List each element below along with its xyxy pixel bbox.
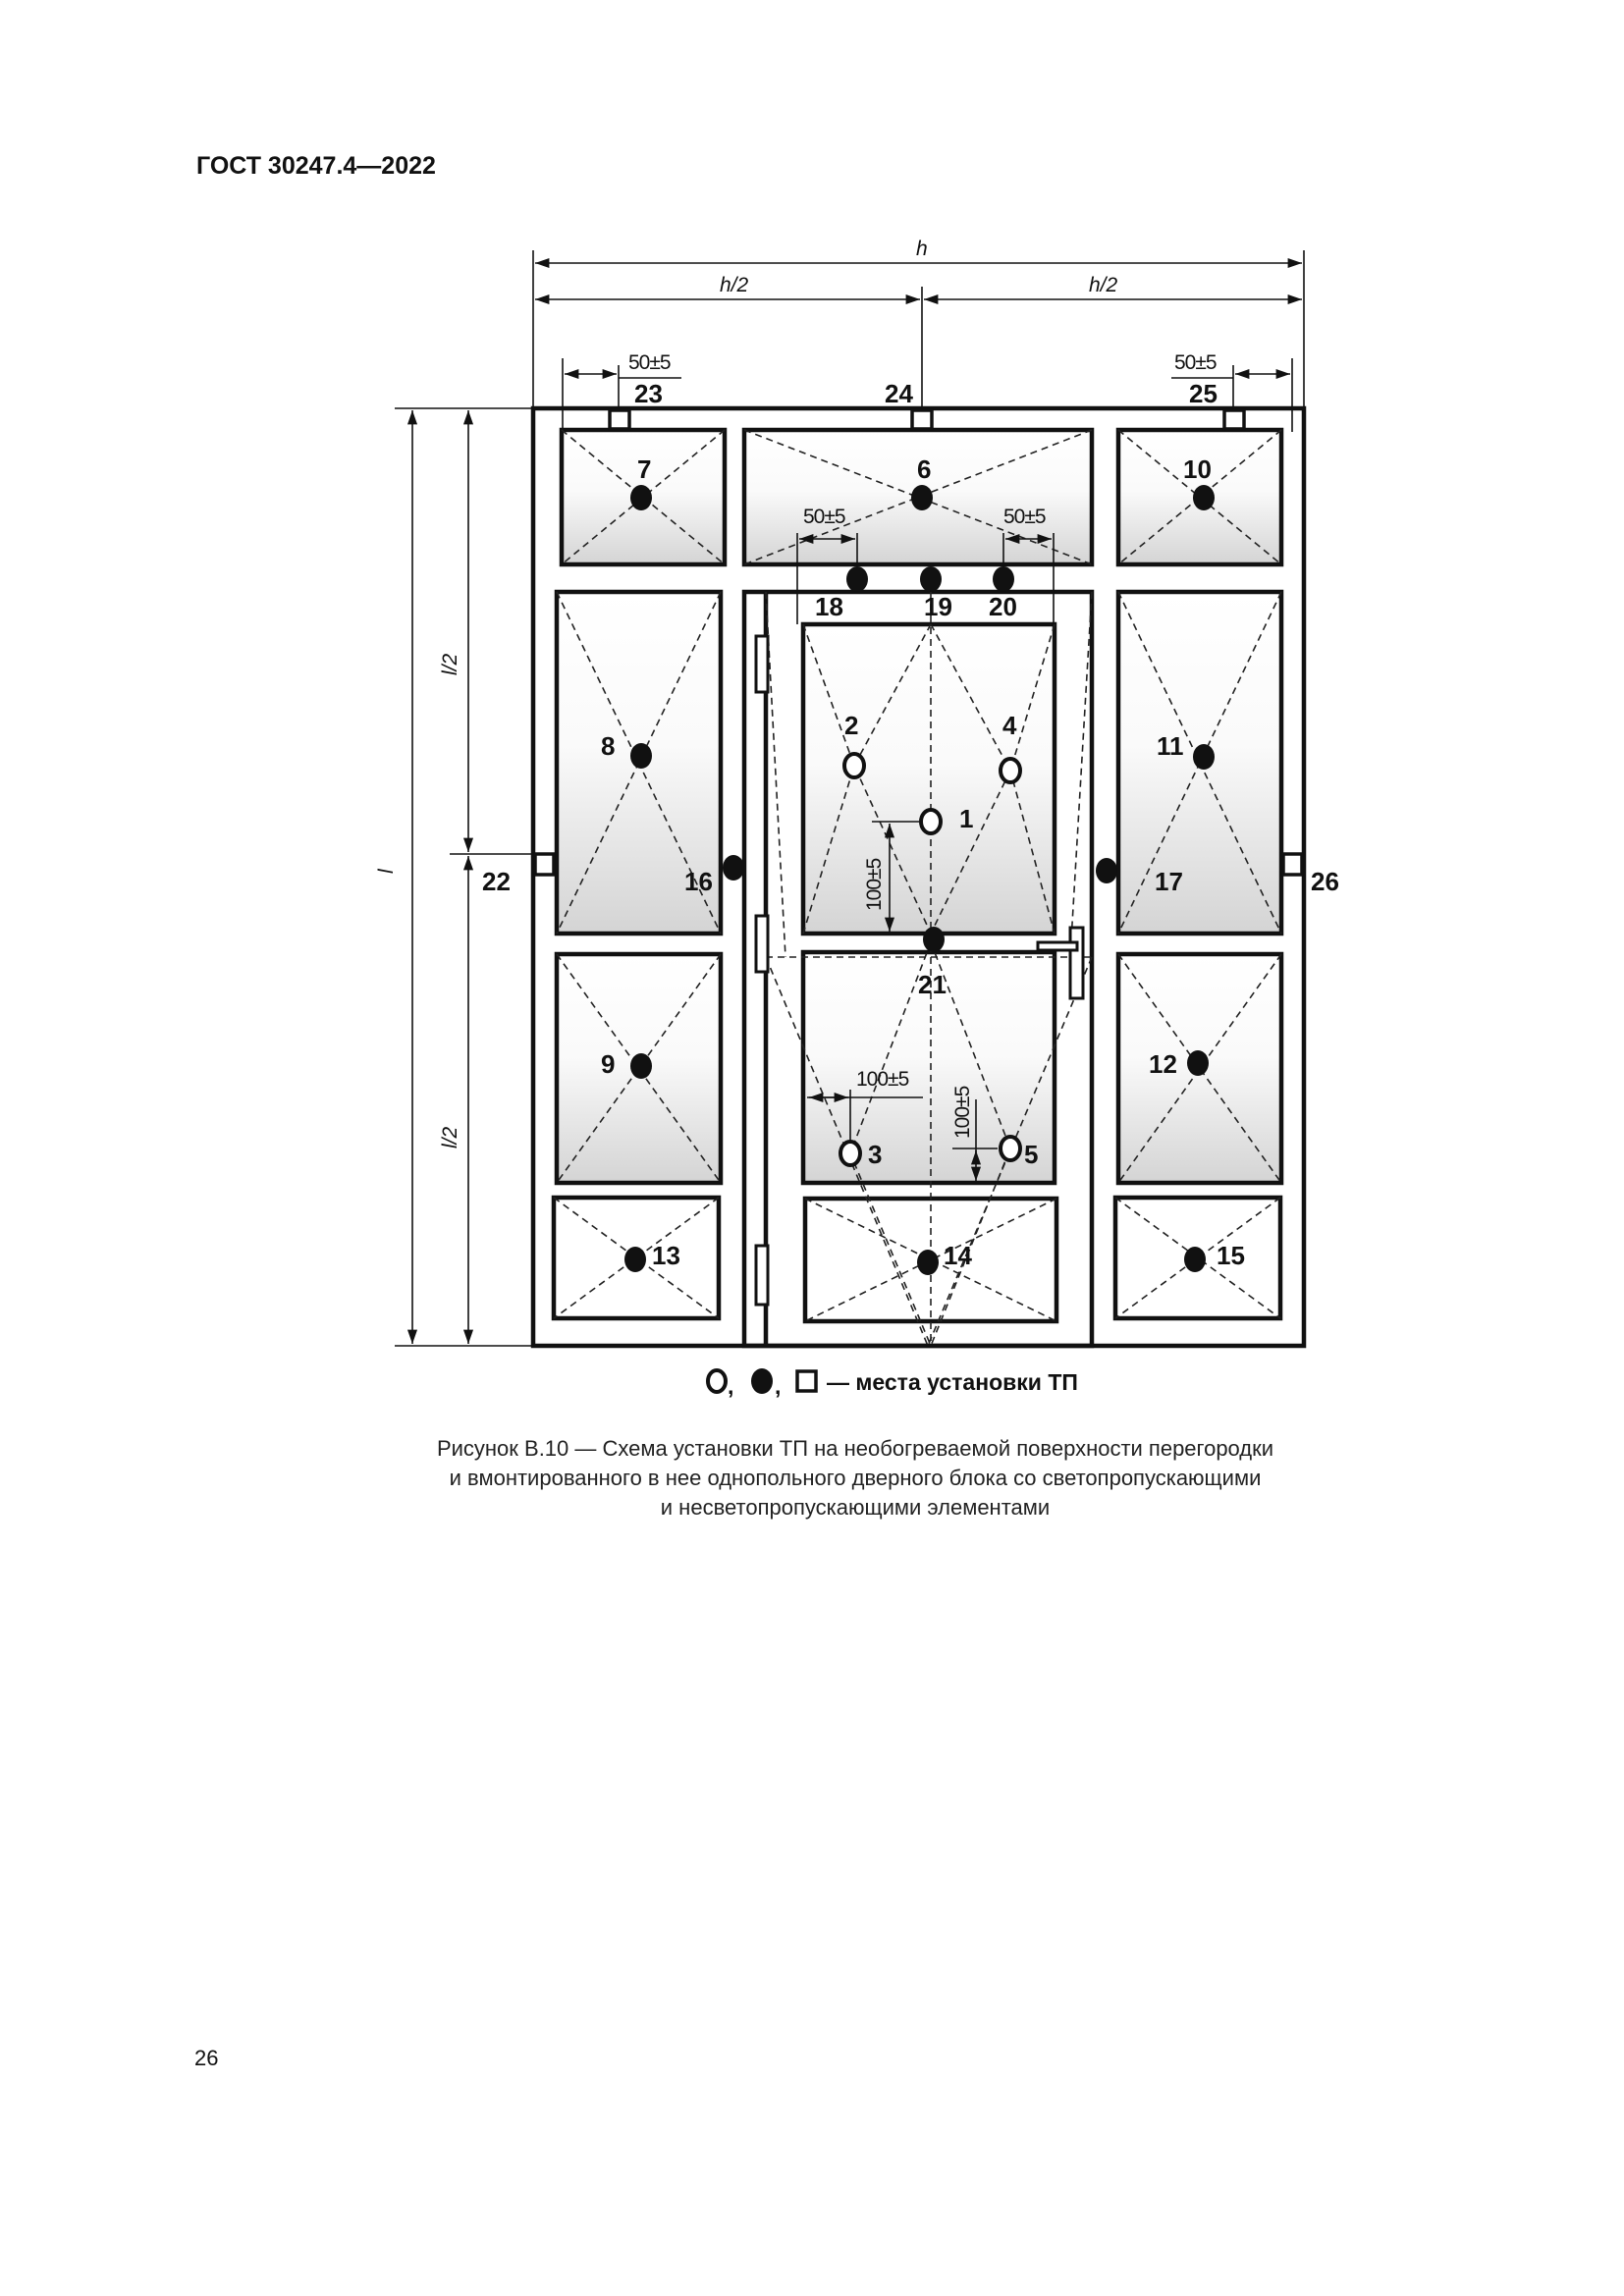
- svg-text:16: 16: [684, 867, 713, 896]
- square-icon: [795, 1369, 818, 1393]
- sensor-square-26: [1281, 852, 1304, 877]
- figure-diagram: h h/2 h/2 50±5 50±5 23 24 25: [375, 238, 1339, 1349]
- svg-text:4: 4: [1002, 711, 1017, 740]
- svg-text:l/2: l/2: [439, 1127, 461, 1149]
- door-block: [741, 589, 1095, 1349]
- svg-text:h/2: h/2: [720, 274, 749, 296]
- svg-text:17: 17: [1155, 867, 1183, 896]
- point-label-24: 24: [885, 379, 913, 408]
- point-labels: 1 2 3 4 5 6 7 8 9 10 11 12 13 14 15 16 1…: [482, 454, 1339, 1270]
- legend: , , — места установки ТП: [706, 1368, 1078, 1399]
- dimension-offset-5: 100±5: [951, 1086, 998, 1181]
- svg-text:5: 5: [1024, 1140, 1038, 1169]
- dimension-h-half: h/2 h/2: [535, 274, 1302, 305]
- svg-text:— места установки ТП: — места установки ТП: [827, 1369, 1078, 1395]
- svg-text:19: 19: [924, 592, 952, 621]
- hinge-icon: [754, 1244, 770, 1307]
- svg-text:2: 2: [844, 711, 858, 740]
- svg-text:14: 14: [944, 1241, 972, 1270]
- dimension-l-half: l/2 l/2: [439, 410, 474, 1344]
- svg-text:10: 10: [1183, 454, 1212, 484]
- sensor-square-25: [1222, 408, 1246, 431]
- svg-text:12: 12: [1149, 1049, 1177, 1079]
- door-handle-icon: [1036, 926, 1085, 1000]
- svg-text:22: 22: [482, 867, 511, 896]
- open-circle-icon: [706, 1368, 728, 1394]
- dimension-offset-23: 50±5: [562, 351, 681, 432]
- svg-text:,: ,: [728, 1373, 733, 1399]
- svg-text:8: 8: [601, 731, 615, 761]
- dimension-h: h: [535, 238, 1302, 269]
- dimension-offset-20: 50±5: [1002, 506, 1055, 624]
- hinge-icon: [754, 914, 770, 974]
- filled-dot-icon: [751, 1368, 773, 1394]
- point-label-23: 23: [634, 379, 663, 408]
- svg-text:50±5: 50±5: [803, 506, 845, 528]
- svg-text:18: 18: [815, 592, 843, 621]
- svg-text:100±5: 100±5: [863, 858, 886, 911]
- sensor-square-22: [533, 852, 556, 877]
- dimension-l: l: [375, 410, 418, 1344]
- svg-text:9: 9: [601, 1049, 615, 1079]
- document-header: ГОСТ 30247.4—2022: [196, 152, 436, 180]
- svg-text:50±5: 50±5: [628, 351, 671, 374]
- svg-text:h/2: h/2: [1089, 274, 1118, 296]
- figure-caption: Рисунок В.10 — Схема установки ТП на нео…: [437, 1436, 1273, 1520]
- svg-text:100±5: 100±5: [951, 1086, 974, 1139]
- svg-text:50±5: 50±5: [1003, 506, 1046, 528]
- svg-text:,: ,: [775, 1373, 781, 1399]
- svg-text:20: 20: [989, 592, 1017, 621]
- svg-text:h: h: [916, 238, 928, 260]
- svg-text:7: 7: [637, 454, 651, 484]
- point-label-25: 25: [1189, 379, 1218, 408]
- svg-text:11: 11: [1157, 731, 1184, 761]
- svg-text:и вмонтированного в нее однопо: и вмонтированного в нее однопольного две…: [450, 1466, 1262, 1490]
- svg-text:1: 1: [959, 804, 973, 833]
- dimension-offset-25: 50±5: [1171, 351, 1293, 432]
- dimension-offset-1: 100±5: [863, 821, 919, 932]
- hinge-icon: [754, 634, 770, 694]
- sensor-square-24: [910, 408, 934, 431]
- dimension-offset-3: 100±5: [807, 1068, 923, 1142]
- svg-text:13: 13: [652, 1241, 680, 1270]
- svg-text:3: 3: [868, 1140, 882, 1169]
- svg-text:26: 26: [1311, 867, 1339, 896]
- page-number: 26: [194, 2046, 218, 2070]
- svg-text:Рисунок В.10 — Схема установки: Рисунок В.10 — Схема установки ТП на нео…: [437, 1436, 1273, 1461]
- svg-text:15: 15: [1217, 1241, 1245, 1270]
- sensor-dots: [624, 485, 1215, 1275]
- svg-text:6: 6: [917, 454, 931, 484]
- svg-text:50±5: 50±5: [1174, 351, 1217, 374]
- svg-text:l: l: [375, 868, 398, 874]
- svg-text:21: 21: [918, 970, 947, 999]
- svg-text:и несветопропускающими элемент: и несветопропускающими элементами: [661, 1495, 1050, 1520]
- sensor-square-23: [608, 408, 631, 431]
- svg-text:100±5: 100±5: [856, 1068, 909, 1091]
- svg-text:l/2: l/2: [439, 654, 461, 676]
- sensor-circles: [839, 752, 1022, 1167]
